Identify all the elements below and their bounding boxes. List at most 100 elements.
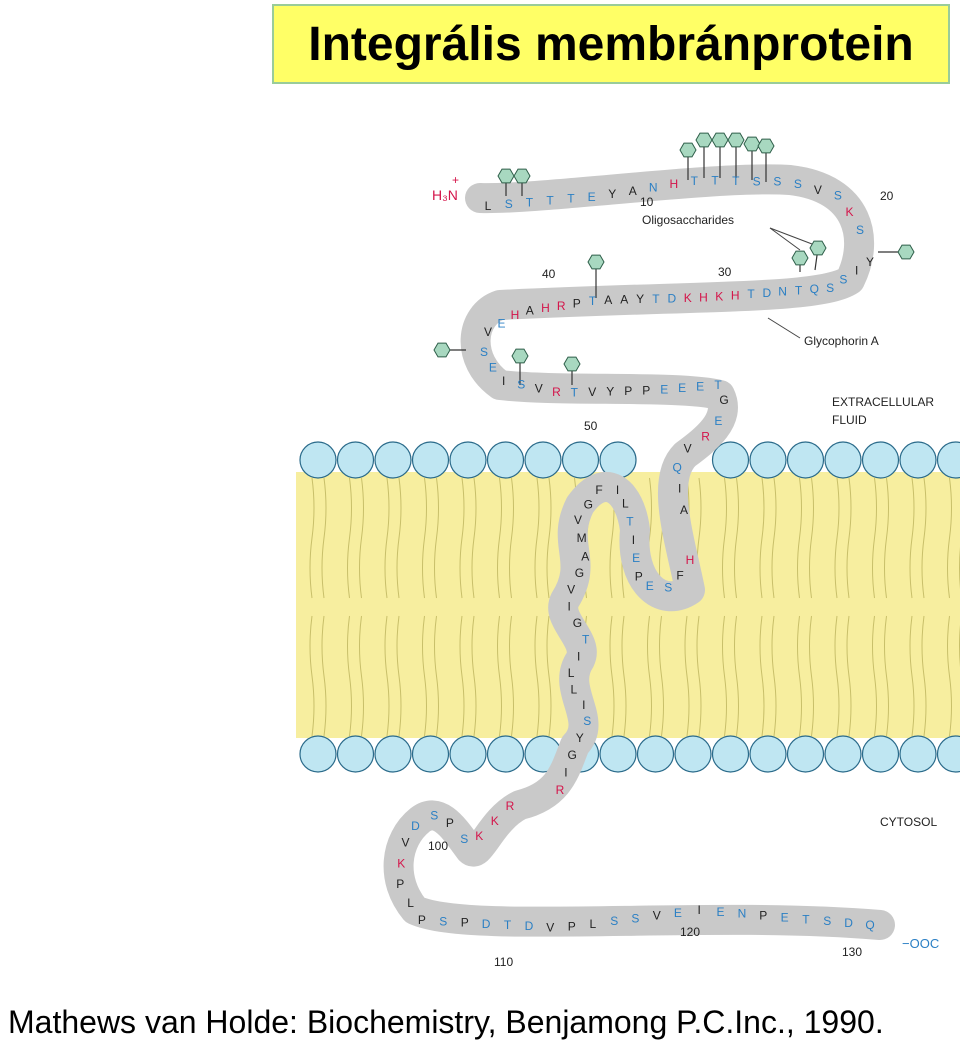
lipid-tail <box>759 477 765 599</box>
amino-acid-residue: S <box>439 914 447 928</box>
amino-acid-residue: P <box>759 909 767 923</box>
lipid-tail <box>609 615 615 737</box>
lipid-tail <box>546 477 552 599</box>
lipid-tail <box>534 615 540 737</box>
lipid-head <box>336 441 375 479</box>
lipid-head <box>411 441 450 479</box>
lipid-tail <box>659 615 664 737</box>
lipid-tail <box>396 615 402 737</box>
oligosaccharides-pointer <box>769 227 801 251</box>
lipid-tail <box>846 615 852 737</box>
lipid-head <box>936 735 960 773</box>
amino-acid-residue: E <box>660 383 668 397</box>
lipid-head <box>449 441 487 479</box>
amino-acid-residue: V <box>484 325 492 339</box>
amino-acid-residue: P <box>635 569 643 583</box>
lipid-head <box>824 441 862 479</box>
lipid-tail <box>684 615 690 737</box>
sugar-hexagon <box>679 142 697 158</box>
amino-acid-residue: R <box>552 385 561 399</box>
oligosaccharide-chains <box>433 132 915 385</box>
amino-acid-residue: A <box>680 503 688 517</box>
amino-acid-residue: E <box>632 551 640 565</box>
amino-acid-residue: Q <box>673 461 682 475</box>
amino-acid-residue: T <box>567 192 575 206</box>
amino-acid-residue: T <box>714 378 722 392</box>
lipid-head <box>711 735 750 773</box>
amino-acid-residue: G <box>584 498 593 512</box>
amino-acid-residue: G <box>568 748 577 762</box>
lipid-tail <box>621 615 627 737</box>
amino-acid-residue: I <box>582 698 585 712</box>
lipid-tail <box>384 615 390 737</box>
amino-acid-residue: Y <box>636 292 644 306</box>
amino-acid-residue: H <box>669 177 678 191</box>
lipid-heads-top <box>299 441 960 479</box>
amino-acid-residue: I <box>568 599 571 613</box>
lipid-tail <box>471 615 477 737</box>
amino-acid-residue: S <box>773 175 781 189</box>
amino-acid-residue: F <box>595 483 602 497</box>
amino-acid-residue: A <box>604 293 612 307</box>
amino-acid-residue: D <box>667 292 676 306</box>
amino-acid-residue: D <box>525 919 534 933</box>
amino-acid-residue: S <box>583 714 591 728</box>
amino-acid-residue: S <box>505 197 513 211</box>
lipid-head <box>411 735 450 773</box>
amino-acid-residue: E <box>696 380 704 394</box>
amino-acid-residue: F <box>676 569 683 583</box>
amino-acid-residue: N <box>738 907 747 921</box>
sugar-hexagon <box>695 132 713 148</box>
n-terminus-label: H₃N <box>432 187 458 203</box>
lipid-tail <box>534 477 540 599</box>
sugar-hexagon <box>433 342 451 358</box>
amino-acid-residue: T <box>802 912 810 926</box>
amino-acid-residue: K <box>845 205 853 219</box>
lipid-tail <box>546 615 552 737</box>
amino-acid-residue: D <box>844 916 853 930</box>
amino-acid-residue: I <box>577 649 580 663</box>
amino-acid-residue: T <box>546 194 554 208</box>
amino-acid-residue: T <box>589 294 597 308</box>
amino-acid-residue: K <box>715 290 723 304</box>
lipid-tail <box>759 615 765 737</box>
amino-acid-residue: Q <box>810 282 819 296</box>
amino-acid-residue: P <box>624 384 632 398</box>
lipid-tail <box>309 477 315 599</box>
lipid-head <box>749 441 787 479</box>
amino-acid-residue: P <box>568 920 576 934</box>
lipid-head <box>899 735 937 773</box>
amino-acid-residue: T <box>747 287 755 301</box>
lipid-head <box>711 441 750 479</box>
lipid-tail <box>321 477 327 599</box>
amino-acid-residue: E <box>646 579 654 593</box>
lipid-heads-bottom <box>299 735 960 773</box>
lipid-tail <box>734 615 739 737</box>
source-caption: Mathews van Holde: Biochemistry, Benjamo… <box>8 1004 884 1040</box>
amino-acid-residue: H <box>541 301 550 315</box>
amino-acid-residue: H <box>731 288 740 302</box>
amino-acid-residue: E <box>678 381 686 395</box>
lipid-tail <box>696 615 702 737</box>
amino-acid-residue: S <box>517 378 525 392</box>
glycophorin-pointer <box>767 317 801 339</box>
extracellular-label-2: FLUID <box>832 413 867 427</box>
amino-acid-residue: P <box>642 383 650 397</box>
lipid-head <box>561 441 600 479</box>
lipid-tail <box>434 615 439 737</box>
amino-acid-residue: S <box>856 223 864 237</box>
lipid-tail <box>797 477 802 599</box>
sugar-hexagon <box>757 138 775 154</box>
amino-acid-residue: V <box>653 909 661 923</box>
amino-acid-residue: S <box>823 914 831 928</box>
lipid-tail <box>309 615 315 737</box>
amino-acid-residue: H <box>511 308 520 322</box>
amino-acid-residue: T <box>652 292 660 306</box>
lipid-tail <box>872 477 877 599</box>
lipid-tail <box>809 615 814 737</box>
amino-acid-residue: K <box>684 291 692 305</box>
amino-acid-residue: K <box>475 829 483 843</box>
lipid-tail <box>947 477 952 599</box>
lipid-tail <box>921 477 927 599</box>
